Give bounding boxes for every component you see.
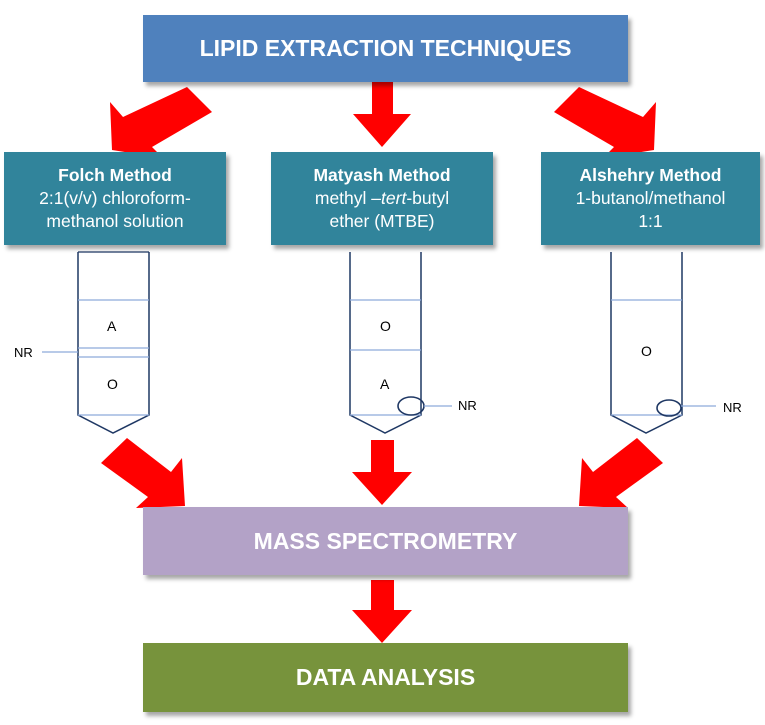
mass-spectrometry-box: MASS SPECTROMETRY [143,507,628,575]
data-analysis-box: DATA ANALYSIS [143,643,628,712]
tube-folch [42,251,150,434]
arrow-mass-to-data [352,580,412,643]
folch-method-desc-line1: 2:1(v/v) chloroform- [39,188,191,208]
arrow-to-matyash [353,82,411,147]
folch-bottom-layer-label: O [107,376,118,392]
matyash-desc-pre: methyl – [314,188,382,208]
matyash-desc-italic: tert [381,188,407,208]
matyash-method-desc-line2: ether (MTBE) [329,211,435,231]
arrow-to-folch [110,87,212,158]
alshehry-method-title: Alshehry Method [579,165,722,185]
data-analysis-title: DATA ANALYSIS [295,664,476,690]
lipid-extraction-box: LIPID EXTRACTION TECHNIQUES [143,15,628,82]
alshehry-method-desc-line1: 1-butanol/methanol [575,188,726,208]
folch-method-box: Folch Method 2:1(v/v) chloroform- methan… [4,152,226,245]
lipid-extraction-title: LIPID EXTRACTION TECHNIQUES [199,35,572,61]
tube-matyash [349,252,452,434]
alshehry-layer-label: O [641,343,652,359]
matyash-top-layer-label: O [380,318,391,334]
folch-nr-label: NR [14,345,33,360]
folch-method-desc-line2: methanol solution [46,211,184,231]
matyash-method-desc-line1: methyl –tert-butyl [315,187,449,210]
matyash-method-title: Matyash Method [313,165,451,185]
mass-spectrometry-title: MASS SPECTROMETRY [253,527,518,554]
matyash-method-box: Matyash Method methyl –tert-butyl ether … [271,152,493,245]
folch-method-title: Folch Method [58,165,172,185]
alshehry-nr-label: NR [723,400,742,415]
alshehry-method-box: Alshehry Method 1-butanol/methanol 1:1 [541,152,760,245]
arrow-to-alshehry [554,87,656,158]
tube-alshehry [610,252,716,434]
arrow-matyash-to-mass [352,440,412,505]
arrow-folch-to-mass [101,438,185,508]
matyash-desc-post: -butyl [406,188,450,208]
folch-top-layer-label: A [107,318,117,334]
arrow-alshehry-to-mass [579,438,663,508]
matyash-bottom-layer-label: A [380,376,390,392]
alshehry-method-desc-line2: 1:1 [638,211,663,231]
flow-arrows [101,82,663,643]
matyash-nr-label: NR [458,398,477,413]
